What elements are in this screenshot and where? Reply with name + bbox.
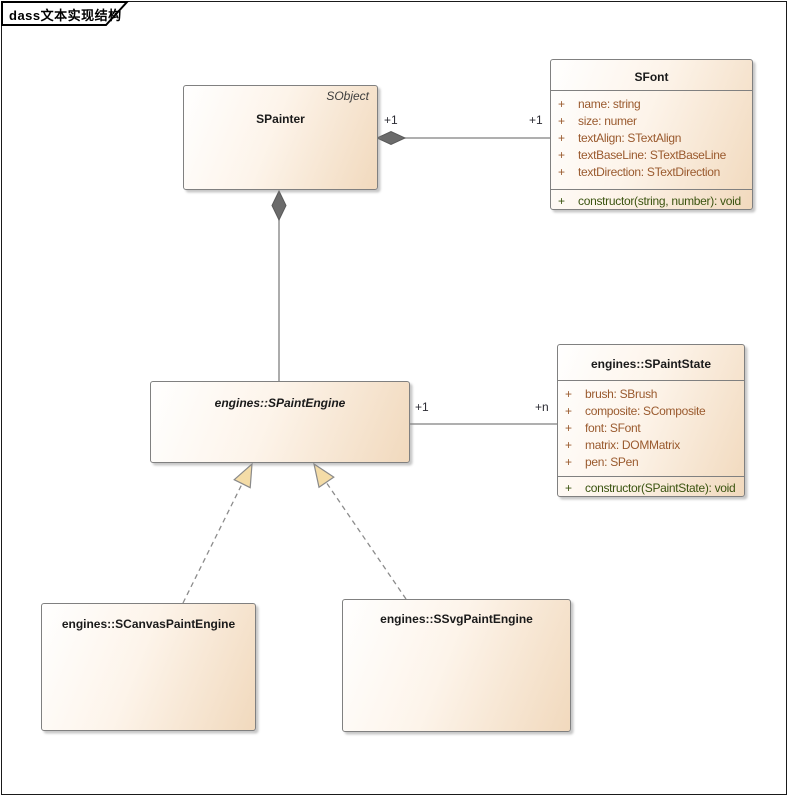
class-spainter[interactable]: SObject SPainter	[183, 85, 378, 190]
attribute-row: + composite: SComposite	[565, 403, 706, 418]
class-scanvaspaintengine[interactable]: engines::SCanvasPaintEngine	[41, 603, 256, 731]
frame-tab-shape	[1, 1, 130, 26]
attributes-compartment: + name: string + size: numer + textAlign…	[551, 90, 752, 189]
attribute-row: + textBaseLine: STextBaseLine	[558, 147, 726, 162]
attribute-row: + pen: SPen	[565, 454, 639, 469]
realization-ssvg-spaintengine[interactable]	[313, 462, 407, 600]
attribute-row: + brush: SBrush	[565, 386, 658, 401]
attribute-row: + matrix: DOMMatrix	[565, 437, 680, 452]
realization-arrowhead-icon	[233, 462, 253, 489]
class-sfont[interactable]: SFont + name: string + size: numer + tex…	[550, 59, 753, 210]
attribute-row: + textAlign: STextAlign	[558, 130, 682, 145]
composition-spainter-sfont[interactable]	[375, 130, 550, 146]
attribute-row: + textDirection: STextDirection	[558, 164, 721, 179]
class-title: engines::SCanvasPaintEngine	[61, 617, 236, 631]
realization-arrowhead-icon	[313, 462, 335, 489]
composition-spainter-spaintengine[interactable]	[271, 189, 287, 381]
multiplicity-label: +1	[415, 400, 429, 414]
composition-diamond-icon	[271, 189, 287, 222]
frame-tab	[1, 1, 130, 26]
operation-row: + constructor(SPaintState): void	[565, 481, 736, 495]
operation-row: + constructor(string, number): void	[558, 194, 741, 208]
class-spaintstate[interactable]: engines::SPaintState + brush: SBrush + c…	[557, 344, 745, 497]
multiplicity-label: +n	[535, 400, 549, 414]
attributes-compartment: + brush: SBrush + composite: SComposite …	[558, 380, 744, 476]
class-stereotype: SObject	[326, 89, 369, 103]
class-ssvgpaintengine[interactable]: engines::SSvgPaintEngine	[342, 599, 571, 732]
multiplicity-label: +1	[384, 113, 398, 127]
frame-tab-label: dass文本实现结构	[9, 8, 122, 23]
multiplicity-label: +1	[529, 113, 543, 127]
operations-compartment: + constructor(SPaintState): void	[558, 476, 744, 498]
class-title: engines::SPaintEngine	[214, 396, 346, 410]
operations-compartment: + constructor(string, number): void	[551, 189, 752, 211]
class-title: engines::SPaintState	[590, 357, 712, 371]
realization-scanvas-spaintengine[interactable]	[182, 462, 253, 604]
class-spaintengine[interactable]: engines::SPaintEngine	[150, 381, 410, 463]
attribute-row: + name: string	[558, 96, 641, 111]
class-title: SFont	[634, 70, 669, 84]
attribute-row: + size: numer	[558, 113, 637, 128]
composition-diamond-icon	[375, 130, 407, 146]
class-title: SPainter	[256, 112, 305, 126]
class-title: engines::SSvgPaintEngine	[380, 612, 533, 626]
attribute-row: + font: SFont	[565, 420, 641, 435]
